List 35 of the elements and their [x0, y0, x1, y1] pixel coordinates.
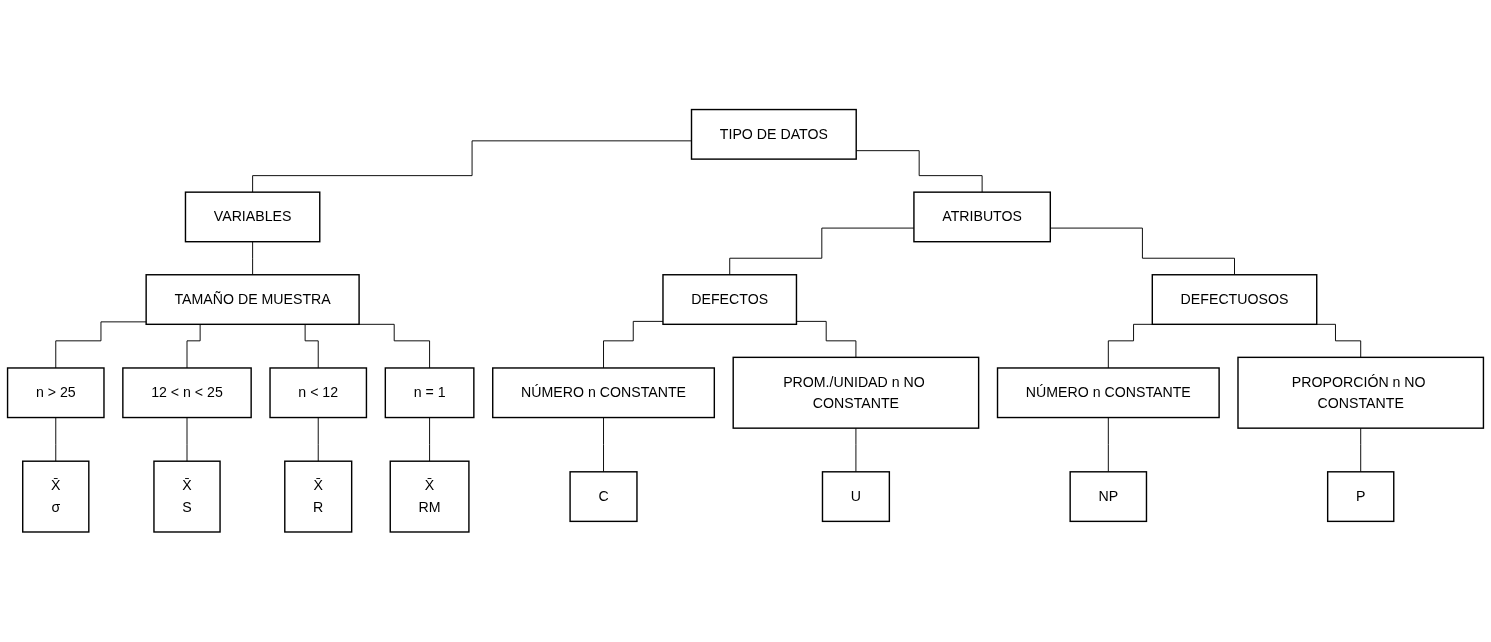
connector	[429, 417, 431, 462]
connector	[252, 140, 692, 193]
connector	[252, 241, 254, 276]
node-box: X̄ RM	[389, 460, 470, 533]
node-box: n = 1	[384, 367, 475, 419]
node-box: TAMAÑO DE MUESTRA	[145, 274, 360, 326]
node-box: X̄ S	[153, 460, 221, 533]
node-box: ATRIBUTOS	[913, 191, 1051, 243]
node-box: C	[569, 471, 638, 523]
connector	[1107, 417, 1109, 473]
node-box: NÚMERO n CONSTANTE	[996, 367, 1220, 419]
connector	[796, 321, 857, 359]
node-box: U	[821, 471, 891, 523]
node-box: TIPO DE DATOS	[690, 109, 857, 161]
node-box: NÚMERO n CONSTANTE	[492, 367, 716, 419]
node-box: X̄ σ	[22, 460, 90, 533]
node-box: VARIABLES	[184, 191, 321, 243]
node-box: X̄ R	[284, 460, 353, 533]
node-box: DEFECTOS	[662, 274, 798, 326]
connector	[855, 427, 857, 473]
node-box: 12 < n < 25	[122, 367, 252, 419]
connector	[55, 321, 147, 369]
node-box: P	[1326, 471, 1395, 523]
connector	[358, 324, 431, 369]
node-box: DEFECTUOSOS	[1151, 274, 1318, 326]
node-box: n < 12	[269, 367, 368, 419]
connector	[1360, 427, 1362, 473]
connector	[603, 417, 604, 473]
connector	[186, 417, 188, 462]
node-box: n > 25	[6, 367, 105, 419]
connector	[317, 417, 319, 462]
node-box: PROM./UNIDAD n NO CONSTANTE	[732, 356, 980, 430]
node-box: PROPORCIÓN n NO CONSTANTE	[1237, 356, 1485, 430]
connector	[55, 417, 57, 462]
node-box: NP	[1069, 471, 1148, 523]
